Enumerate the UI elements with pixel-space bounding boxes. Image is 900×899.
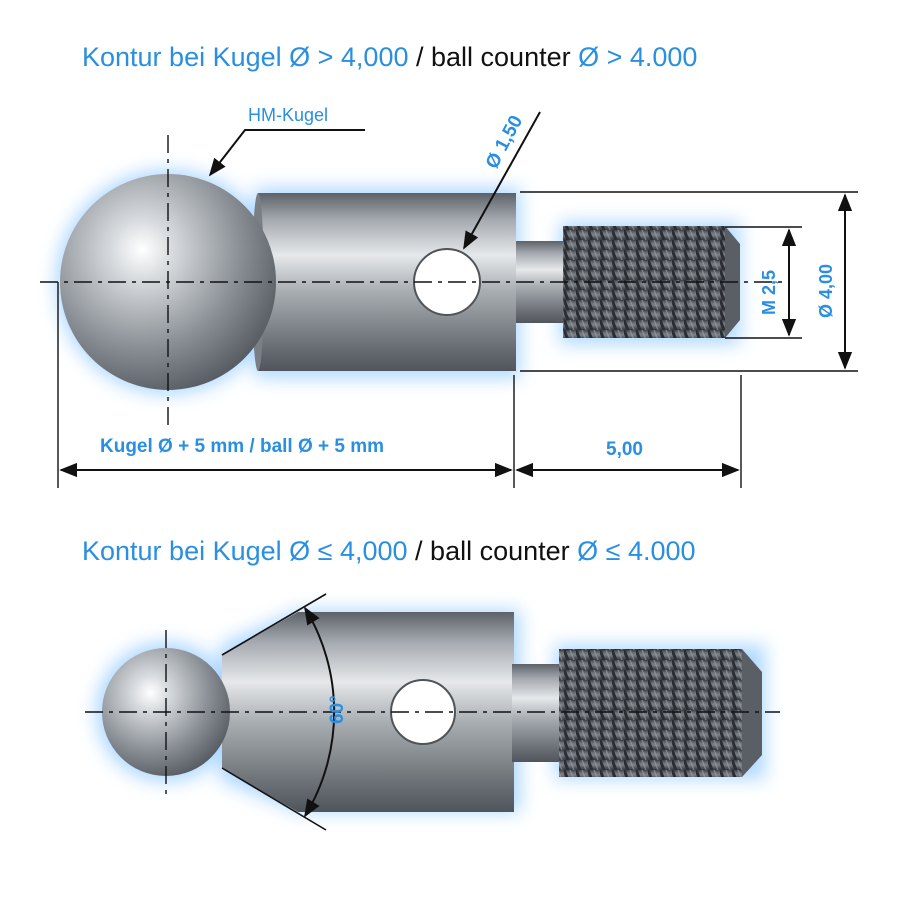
top-title: Kontur bei Kugel Ø > 4,000 / ball counte…: [82, 42, 697, 73]
top-title-de: Kontur bei Kugel Ø > 4,000: [82, 42, 409, 72]
top-title-en: ball counter: [431, 42, 571, 72]
bottom-title-sep: /: [407, 536, 431, 566]
bottom-title-de: Kontur bei Kugel Ø ≤ 4,000: [82, 536, 408, 566]
outer-diameter-label: Ø 4,00: [816, 264, 836, 318]
thread-small: [559, 649, 742, 777]
length-ball-label: Kugel Ø + 5 mm / ball Ø + 5 mm: [100, 436, 384, 457]
top-title-en-value: Ø > 4.000: [578, 42, 698, 72]
bottom-title-en-value: Ø ≤ 4.000: [577, 536, 696, 566]
hm-kugel-label: HM-Kugel: [248, 105, 328, 125]
angle-label: 60°: [327, 695, 348, 724]
bottom-title: Kontur bei Kugel Ø ≤ 4,000 / ball counte…: [82, 536, 696, 567]
bottom-title-en: ball counter: [430, 536, 570, 566]
bottom-stylus: [96, 610, 765, 812]
neck-small: [512, 664, 562, 762]
thread-label: M 2,5: [759, 270, 779, 315]
top-title-sep: /: [408, 42, 431, 72]
hole-diameter-label: Ø 1,50: [482, 112, 527, 172]
length-thread-label: 5,00: [606, 439, 643, 460]
